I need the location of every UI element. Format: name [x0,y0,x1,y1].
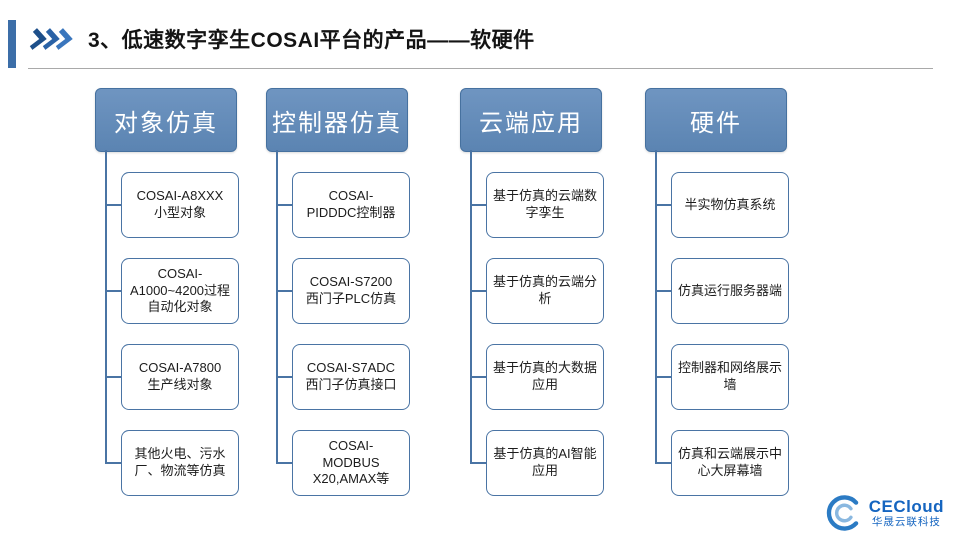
column-hardware: 硬件 半实物仿真系统 仿真运行服务器端 控制器和网络展示墙 仿真和云端展示中心大… [645,88,835,496]
logo-company: 华晟云联科技 [871,515,941,528]
diagram-box: 仿真和云端展示中心大屏幕墙 [655,430,789,496]
title-divider [28,68,933,69]
diagram-box: 其他火电、污水厂、物流等仿真 [105,430,239,496]
company-logo: CECloud 华晟云联科技 [825,494,944,532]
logo-brand: CECloud [868,496,944,516]
diagram-box: 基于仿真的大数据应用 [470,344,604,410]
accent-bar [8,20,16,68]
logo-text: CECloud 华晟云联科技 [868,496,944,528]
column-items: COSAI-A8XXX 小型对象 COSAI-A1000~4200过程自动化对象… [105,172,285,496]
column-controller-simulation: 控制器仿真 COSAI- PIDDDC控制器 COSAI-S7200 西门子PL… [266,88,456,496]
column-items: 基于仿真的云端数字孪生 基于仿真的云端分析 基于仿真的大数据应用 基于仿真的AI… [470,172,650,496]
diagram-box: 基于仿真的AI智能应用 [470,430,604,496]
diagram-box: COSAI-S7200 西门子PLC仿真 [276,258,410,324]
diagram-box: 仿真运行服务器端 [655,258,789,324]
diagram-box: COSAI- PIDDDC控制器 [276,172,410,238]
diagram-box: COSAI-A1000~4200过程自动化对象 [105,258,239,324]
column-items: COSAI- PIDDDC控制器 COSAI-S7200 西门子PLC仿真 CO… [276,172,456,496]
diagram-box: 控制器和网络展示墙 [655,344,789,410]
column-header: 对象仿真 [95,88,237,152]
diagram-box: COSAI-S7ADC 西门子仿真接口 [276,344,410,410]
triple-chevron-icon [29,28,73,50]
diagram-box: COSAI-A8XXX 小型对象 [105,172,239,238]
column-header: 硬件 [645,88,787,152]
column-cloud-applications: 云端应用 基于仿真的云端数字孪生 基于仿真的云端分析 基于仿真的大数据应用 基于… [460,88,650,496]
slide-header: 3、低速数字孪生COSAI平台的产品——软硬件 [29,24,535,54]
diagram-box: 半实物仿真系统 [655,172,789,238]
connector-vline [655,150,657,463]
diagram-box: COSAI- MODBUS X20,AMAX等 [276,430,410,496]
column-object-simulation: 对象仿真 COSAI-A8XXX 小型对象 COSAI-A1000~4200过程… [95,88,285,496]
cecloud-logo-icon [826,495,858,531]
column-items: 半实物仿真系统 仿真运行服务器端 控制器和网络展示墙 仿真和云端展示中心大屏幕墙 [655,172,835,496]
diagram-box: 基于仿真的云端分析 [470,258,604,324]
diagram-box: 基于仿真的云端数字孪生 [470,172,604,238]
column-header: 云端应用 [460,88,602,152]
column-header: 控制器仿真 [266,88,408,152]
connector-vline [470,150,472,463]
connector-vline [105,150,107,463]
connector-vline [276,150,278,463]
diagram-box: COSAI-A7800 生产线对象 [105,344,239,410]
page-title: 3、低速数字孪生COSAI平台的产品——软硬件 [88,29,535,52]
